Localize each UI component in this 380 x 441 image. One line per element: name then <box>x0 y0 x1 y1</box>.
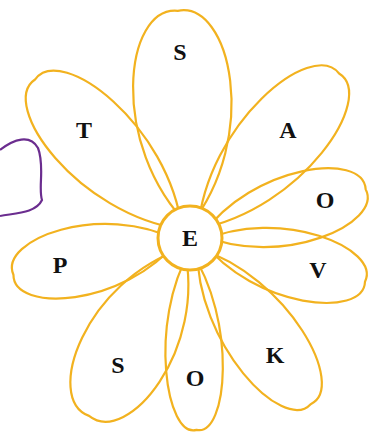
petal-letter: P <box>53 253 68 277</box>
flower-petal: V <box>198 202 380 323</box>
flower-petal: A <box>194 34 380 233</box>
petal-outline <box>198 202 380 323</box>
petal-shape <box>166 250 223 430</box>
petal-outline <box>0 197 182 317</box>
flower-center: E <box>155 203 225 273</box>
petal-shape <box>133 10 231 226</box>
flower-petal: T <box>0 39 186 233</box>
petal-letter: T <box>76 118 92 142</box>
petal-shape <box>202 168 368 247</box>
petal-outline <box>192 244 351 438</box>
center-circle <box>158 206 222 270</box>
purple-outline <box>0 139 42 216</box>
petal-outline <box>144 246 242 441</box>
petal-letter: S <box>111 353 124 377</box>
petal-shape <box>198 65 349 229</box>
petal-letter: O <box>186 366 205 390</box>
petal-shape <box>202 228 367 303</box>
petal-shape <box>197 248 322 410</box>
flower-petal: K <box>192 244 351 438</box>
petal-letter: O <box>316 188 335 212</box>
petal-letter: E <box>182 226 198 250</box>
petal-letter: A <box>279 118 296 142</box>
petal-outline <box>0 39 186 233</box>
petal-letter: K <box>266 343 285 367</box>
flower-petal: O <box>144 246 242 441</box>
petal-shape <box>25 71 181 230</box>
petal-letter: V <box>309 258 326 282</box>
petal-letter: S <box>173 40 186 64</box>
flower-petal: P <box>0 197 182 317</box>
